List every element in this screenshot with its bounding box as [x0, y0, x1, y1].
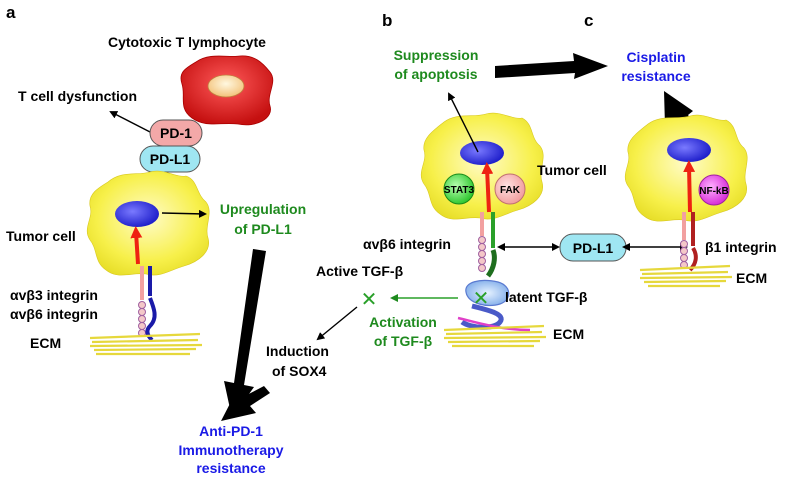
pdl1-label: PD-L1: [150, 151, 191, 167]
sox4-label-line2: of SOX4: [272, 363, 327, 379]
signal-arrow-c: [683, 160, 696, 213]
thick-arrow-sox4: [221, 386, 270, 421]
nfkb-node: [698, 174, 730, 206]
pdl1-badge: [139, 145, 201, 173]
thick-arrow-to-cisplatin: [495, 53, 608, 79]
ctl-nucleus: [207, 74, 245, 98]
pdl1-label-b: PD-L1: [573, 240, 614, 256]
panel-c: c Cisplatin resistance NF-kB β1 integrin: [584, 11, 777, 288]
ecm-fibers-a: [89, 332, 203, 356]
tumor-cell-b: [420, 112, 544, 220]
panel-label-c: c: [584, 11, 593, 30]
active-tgfb-x-icon: ✕: [361, 289, 378, 311]
activation-label-line2: of TGF-β: [374, 333, 433, 349]
tumor-cell-a-label: Tumor cell: [6, 228, 76, 244]
suppression-label-line1: Suppression: [394, 47, 479, 63]
active-tgfb-label: Active TGF-β: [316, 263, 404, 279]
upregulation-arrow: [161, 209, 207, 218]
panel-label-b: b: [382, 11, 392, 30]
ecm-fibers-c: [639, 264, 733, 288]
signal-arrow-b: [481, 162, 494, 213]
tumor-nucleus-b: [460, 141, 504, 165]
anti-pd1-line1: Anti-PD-1: [199, 423, 263, 439]
upregulation-label-line1: Upregulation: [220, 201, 306, 217]
suppression-label-line2: of apoptosis: [394, 66, 477, 82]
fak-node: [494, 173, 526, 205]
panel-b: b Suppression of apoptosis Tumor cell ST…: [316, 11, 688, 349]
tumor-nucleus-a: [115, 201, 159, 227]
sox4-induction-arrow: [316, 306, 358, 341]
integrin-avb3-label: αvβ3 integrin: [10, 287, 98, 303]
ctl-label: Cytotoxic T lymphocyte: [108, 34, 266, 50]
integrin-avb6-label-a: αvβ6 integrin: [10, 306, 98, 322]
thick-arrow-upregulation: [224, 249, 266, 418]
ecm-label-b: ECM: [553, 326, 584, 342]
panel-a: a Cytotoxic T lymphocyte T cell dysfunct…: [6, 3, 306, 356]
signal-arrow-a: [130, 226, 143, 265]
ecm-label-c: ECM: [736, 270, 767, 286]
latent-tgfb-x-icon: ✕: [473, 288, 490, 310]
tumor-cell-c: [624, 114, 748, 222]
latent-tgfb-label: latent TGF-β: [505, 289, 588, 305]
nfkb-label: NF-kB: [699, 186, 728, 197]
activation-label-line1: Activation: [369, 314, 437, 330]
ecm-fibers-b: [443, 324, 547, 348]
stat3-node: [443, 173, 475, 205]
ecm-label-a: ECM: [30, 335, 61, 351]
anti-pd1-line3: resistance: [196, 460, 265, 476]
sox4-label-line1: Induction: [266, 343, 329, 359]
integrin-b1-label: β1 integrin: [705, 239, 777, 255]
dysfunction-arrow: [109, 111, 153, 134]
upregulation-label-line2: of PD-L1: [234, 221, 292, 237]
integrin-avb6-label-b: αvβ6 integrin: [363, 236, 451, 252]
panel-label-a: a: [6, 3, 16, 22]
anti-pd1-line2: Immunotherapy: [178, 442, 283, 458]
tumor-nucleus-c: [667, 138, 711, 162]
pd1-label: PD-1: [160, 125, 192, 141]
tumor-cell-b-label: Tumor cell: [537, 162, 607, 178]
cisplatin-label-line1: Cisplatin: [626, 49, 685, 65]
latent-tgfb-complex: [457, 279, 531, 332]
suppression-arrow: [448, 92, 479, 153]
integrin-a: [138, 266, 157, 342]
cisplatin-label-line2: resistance: [621, 68, 690, 84]
t-cell-dysfunction-label: T cell dysfunction: [18, 88, 137, 104]
stat3-label: STAT3: [444, 185, 475, 196]
integrin-avb6-b: [478, 212, 497, 278]
fak-label: FAK: [500, 185, 521, 196]
